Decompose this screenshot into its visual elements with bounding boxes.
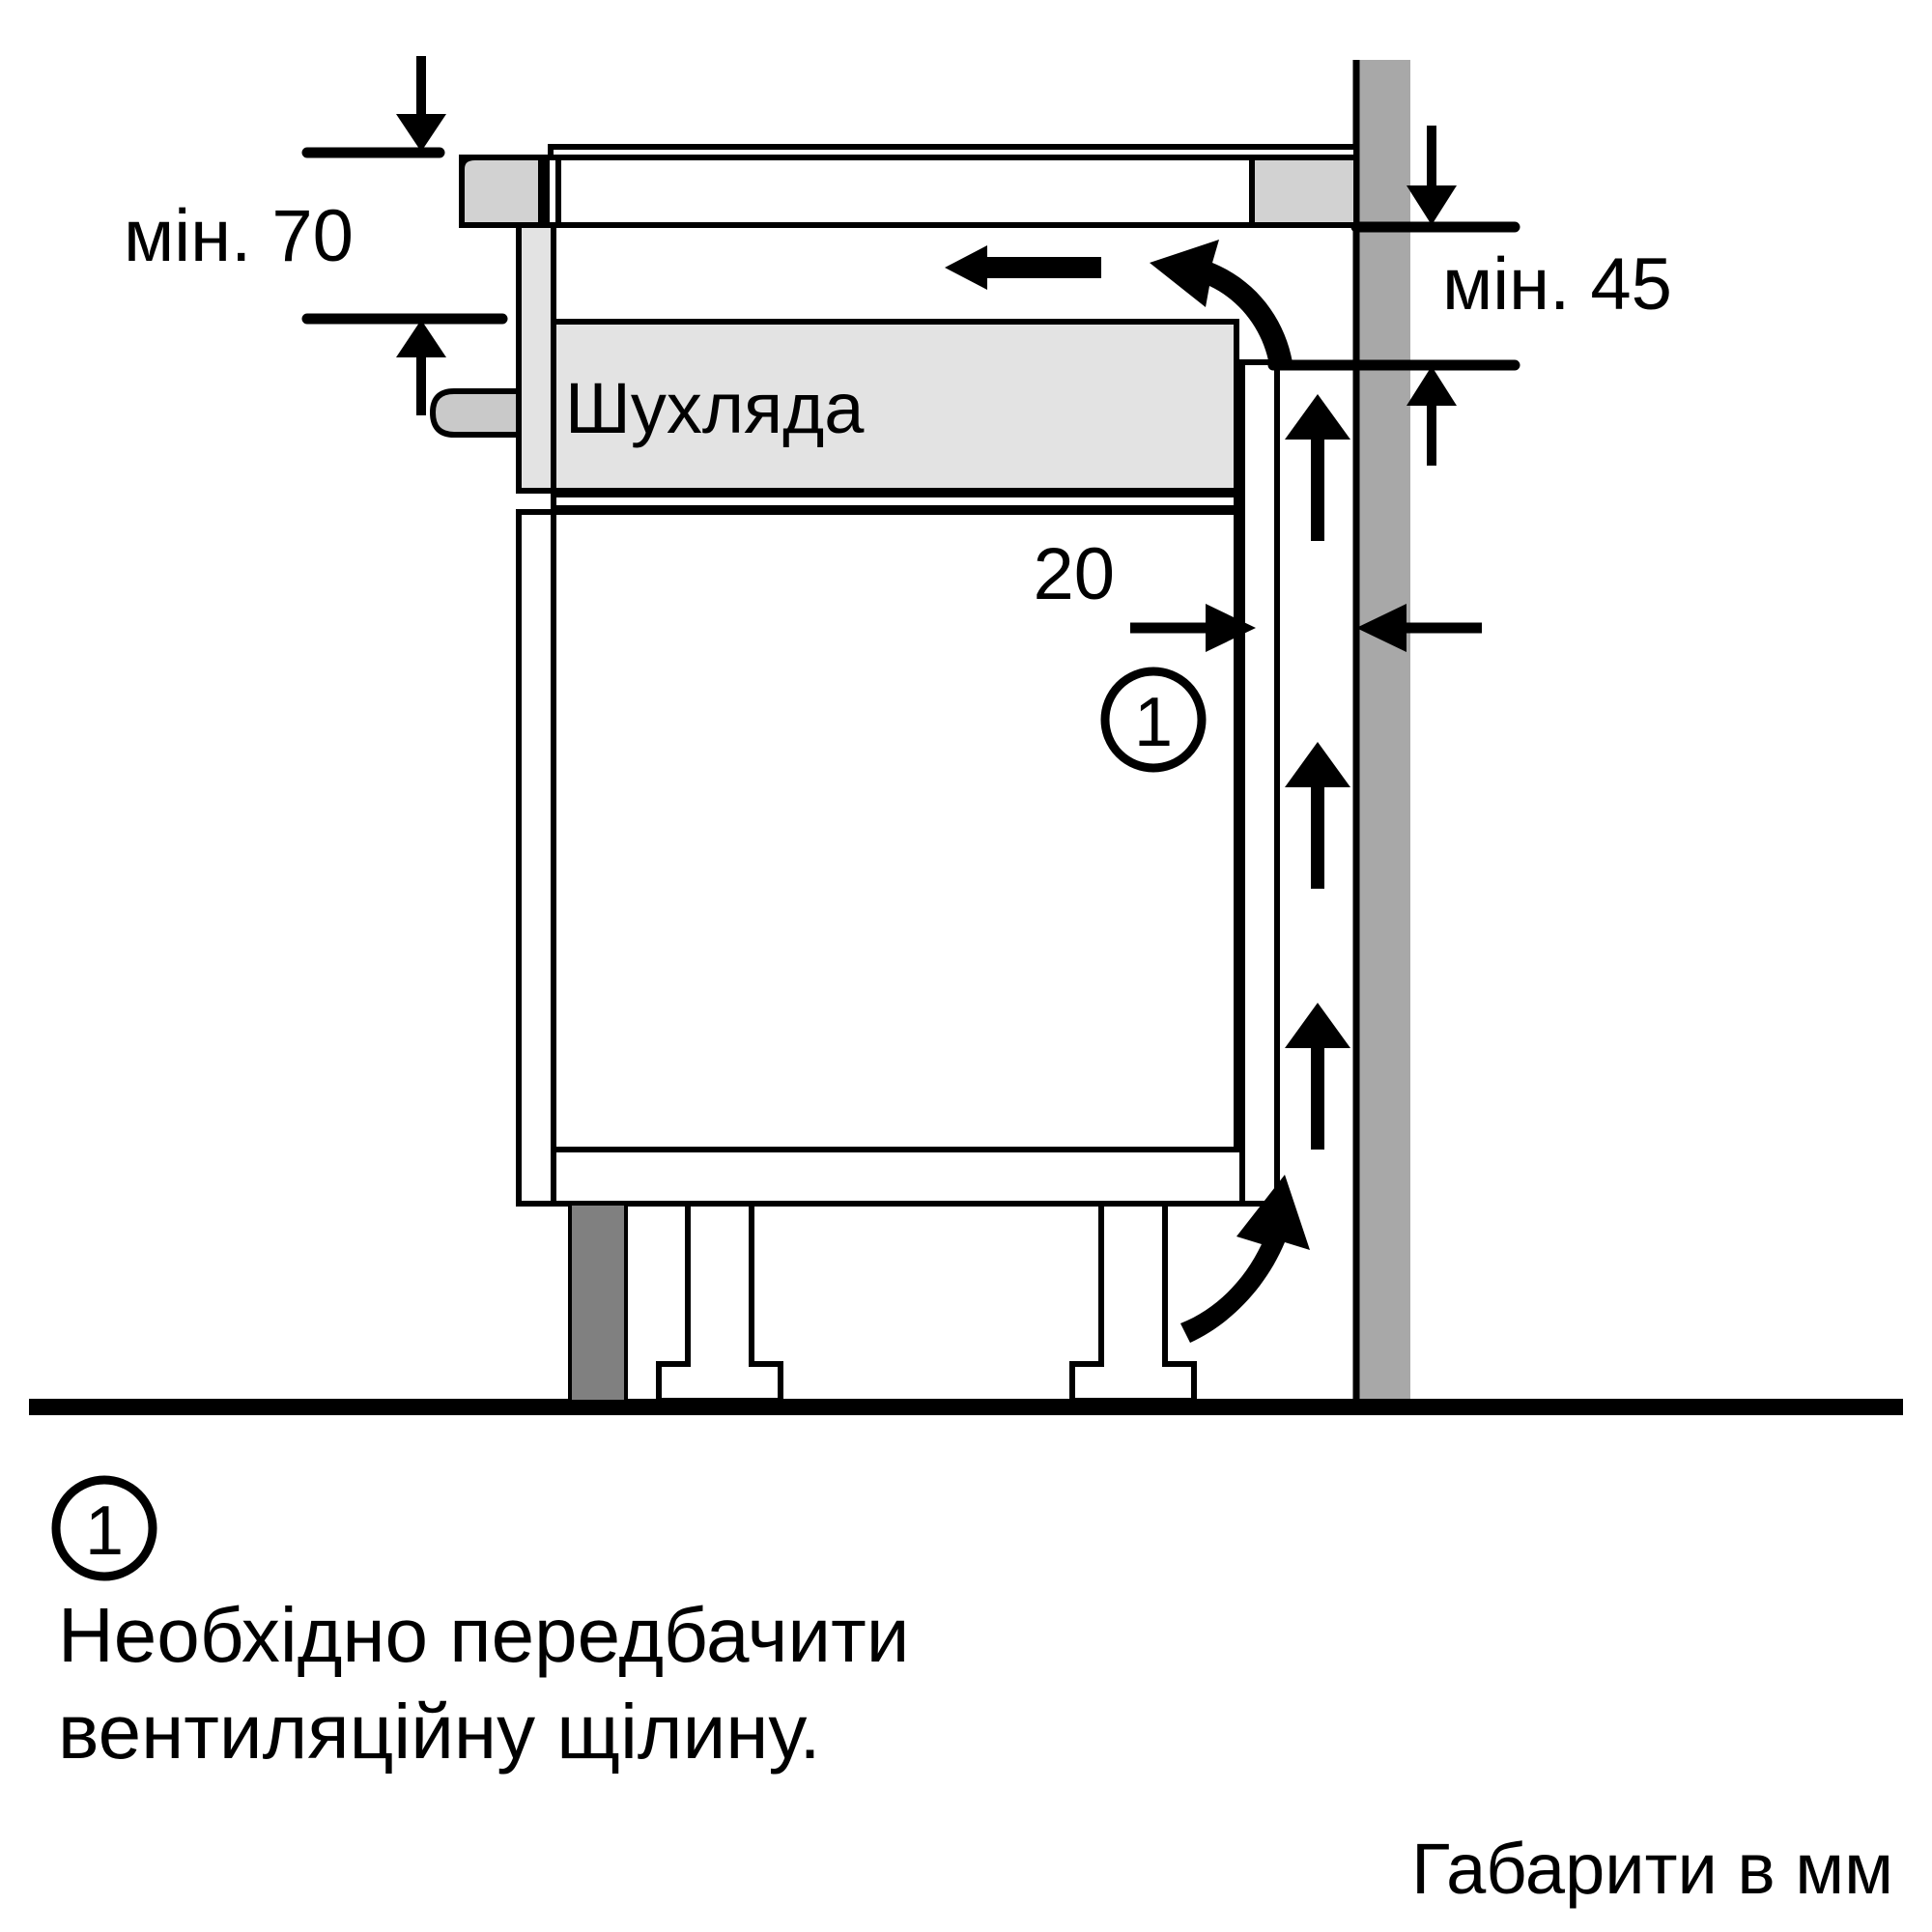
appliance-body [551,509,1239,1152]
worktop-body [555,155,1359,228]
floor-line [29,1399,1903,1415]
airflow-arrow-up-1 [1285,394,1350,541]
airflow-arrows-group [945,240,1350,1343]
callout-marker-in-drawing: 1 [1100,667,1207,773]
airflow-arrow-curve-top [1150,240,1293,365]
appliance-body-group [551,509,1239,1152]
drawer-handle[interactable] [429,388,522,438]
dim20-arrowhead-right [1206,604,1256,652]
plinth-block [568,1202,628,1404]
legs-group [656,1201,1197,1404]
worktop-right-support [1249,155,1359,228]
callout-number-drawing: 1 [1134,684,1173,761]
airflow-arrow-up-2 [1285,742,1350,889]
worktop-group [459,144,1359,228]
cabinet-left-stile-lower [516,509,556,1207]
drawer-gap-strip [551,492,1239,511]
airflow-arrow-left-top [945,245,1101,290]
callout-circle-drawing [1100,667,1207,773]
legend-group: 1 Необхідно передбачити вентиляційну щіл… [51,1475,909,1775]
dim45-label: мін. 45 [1442,243,1672,326]
wall-group [1352,60,1410,1410]
dim70-label: мін. 70 [124,195,354,277]
dim20-label: 20 [1033,533,1115,615]
wall-fill [1356,60,1410,1410]
cabinet-left-stile-upper [516,222,556,494]
legend-note-line1: Необхідно передбачити [58,1592,909,1678]
cabinet-bottom-panel [551,1145,1271,1207]
units-note: Габарити в мм [1411,1829,1893,1909]
dimension-min70-group: мін. 70 [124,56,508,415]
dim45-arrow-up [1406,366,1457,466]
drawer-label: Шухляда [565,368,865,448]
airflow-arrow-up-3 [1285,1003,1350,1150]
dim70-arrow-up [396,320,446,415]
worktop-left-cap-rounded [459,155,544,228]
vent-channel-wall [1239,359,1280,1207]
dimension-gap20-group: 20 [1033,533,1482,652]
legend-note-line2: вентиляційну щілину. [58,1689,821,1775]
leg-front-right [1069,1201,1197,1404]
vent-channel-group [1239,359,1280,1207]
dimension-min45-group: мін. 45 [1267,126,1672,466]
airflow-arrow-curve-bottom [1180,1175,1310,1343]
legend-number: 1 [85,1492,124,1570]
dim70-arrow-down [396,56,446,152]
legend-circle [51,1475,157,1581]
leg-front-left [656,1201,783,1404]
dim45-arrow-down [1406,126,1457,225]
drawer-box[interactable] [551,319,1239,494]
dim20-arrowhead-left [1356,604,1406,652]
drawer-group[interactable]: Шухляда [551,319,1239,511]
